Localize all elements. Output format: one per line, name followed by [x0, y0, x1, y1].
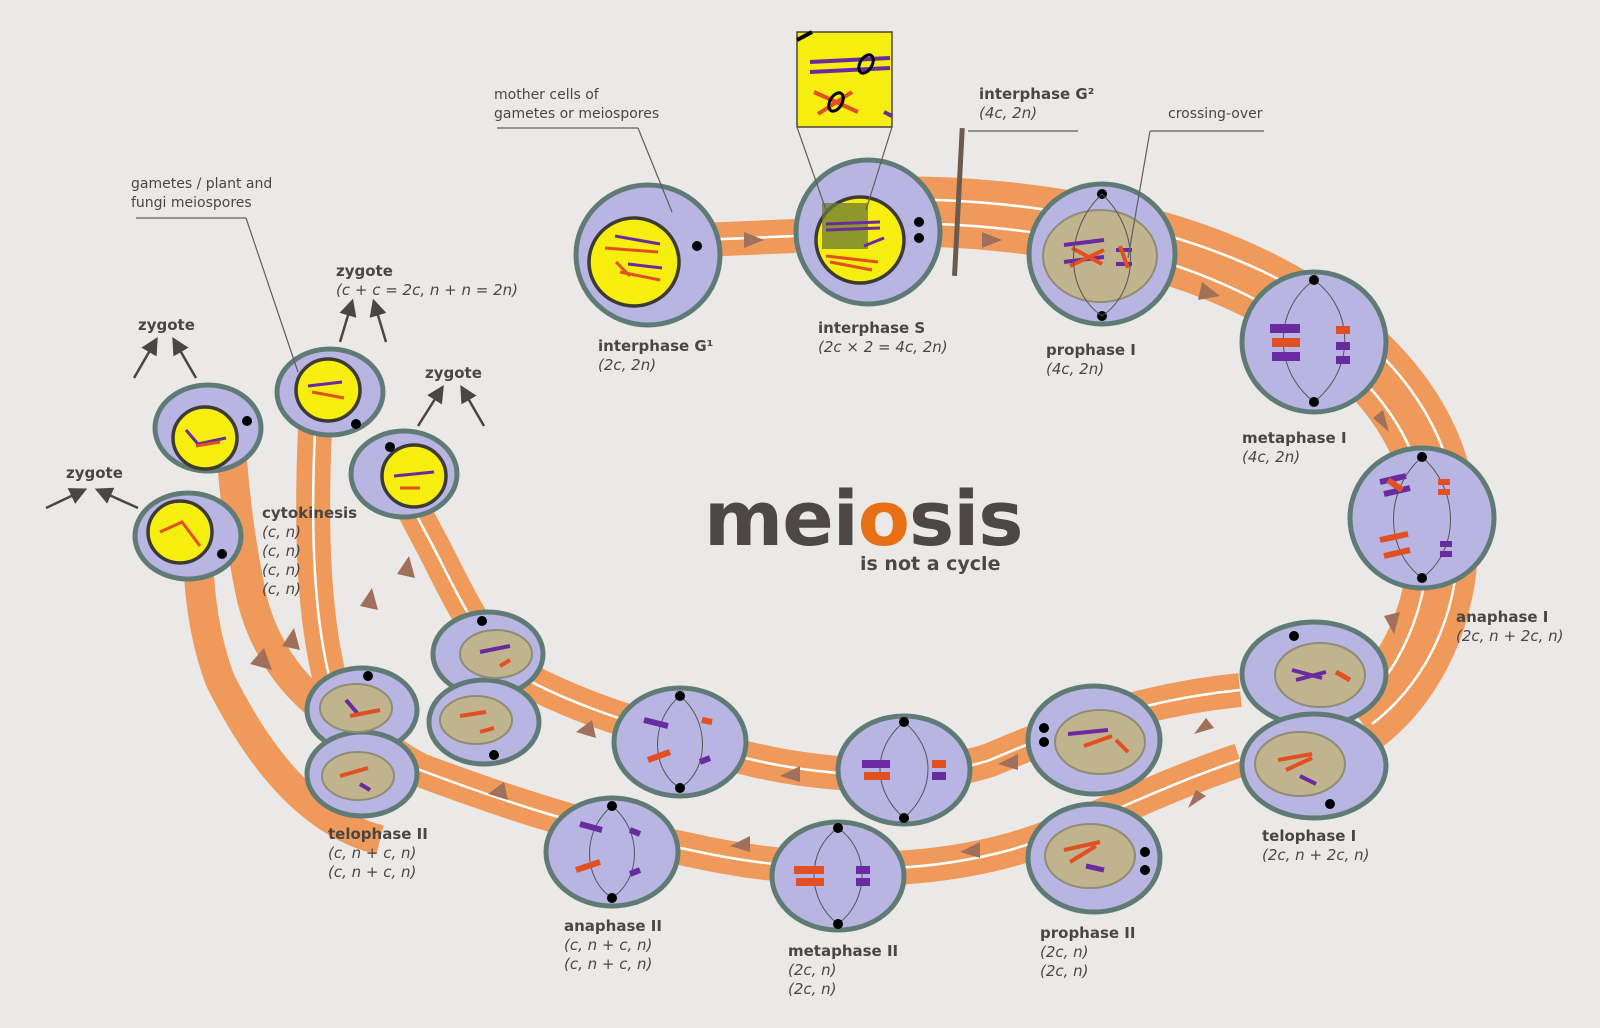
cell-metaphase-ii-upper	[835, 713, 973, 827]
svg-text:(c, n): (c, n)	[262, 523, 301, 541]
zygote-arrows	[45, 298, 486, 510]
svg-text:(4c, 2n): (4c, 2n)	[979, 104, 1037, 122]
svg-text:metaphase I: metaphase I	[1242, 429, 1347, 447]
svg-text:(c, n): (c, n)	[262, 580, 301, 598]
svg-text:zygote: zygote	[336, 262, 393, 280]
svg-text:(2c, n): (2c, n)	[788, 980, 837, 998]
svg-text:(c, n): (c, n)	[262, 561, 301, 579]
gamete-cell-3	[348, 428, 460, 520]
svg-text:(c, n + c, n): (c, n + c, n)	[328, 863, 416, 881]
crossing-over-inset	[796, 30, 893, 211]
cell-prophase-ii-upper	[1025, 683, 1163, 797]
svg-text:telophase II: telophase II	[328, 825, 428, 843]
svg-text:gametes / plant and: gametes / plant and	[131, 176, 272, 192]
label-anaphase-i: anaphase I (2c, n + 2c, n)	[1456, 608, 1563, 645]
cell-metaphase-i	[1239, 269, 1389, 415]
cell-telophase-ii-lower	[304, 665, 420, 819]
label-zygote-main: zygote (c + c = 2c, n + n = 2n)	[336, 262, 518, 299]
diagram-title: meiosis	[704, 474, 1023, 563]
label-metaphase-i: metaphase I (4c, 2n)	[1242, 429, 1347, 466]
label-zygote-2: zygote	[425, 364, 482, 382]
svg-text:(4c, 2n): (4c, 2n)	[1046, 360, 1104, 378]
svg-text:(c, n + c, n): (c, n + c, n)	[564, 955, 652, 973]
label-prophase-i: prophase I (4c, 2n)	[1046, 341, 1136, 378]
gamete-cell-2	[274, 346, 386, 438]
label-cytokinesis: cytokinesis (c, n) (c, n) (c, n) (c, n)	[262, 504, 357, 598]
diagram-tagline: is not a cycle	[860, 553, 1000, 575]
svg-text:(2c × 2 = 4c, 2n): (2c × 2 = 4c, 2n)	[818, 338, 948, 356]
svg-text:prophase II: prophase II	[1040, 924, 1135, 942]
cell-interphase-s	[793, 157, 943, 307]
label-anaphase-ii: anaphase II (c, n + c, n) (c, n + c, n)	[564, 917, 662, 973]
cell-telophase-i	[1239, 619, 1389, 821]
svg-text:(c, n): (c, n)	[262, 542, 301, 560]
cell-metaphase-ii-lower	[769, 819, 907, 933]
svg-text:(2c, n): (2c, n)	[1040, 943, 1089, 961]
cell-anaphase-i	[1347, 445, 1497, 591]
svg-text:metaphase II: metaphase II	[788, 942, 898, 960]
svg-text:(2c, 2n): (2c, 2n)	[598, 356, 656, 374]
svg-text:prophase I: prophase I	[1046, 341, 1136, 359]
label-interphase-g1: interphase G¹ (2c, 2n)	[598, 337, 713, 374]
svg-text:gametes or meiospores: gametes or meiospores	[494, 106, 659, 122]
svg-text:interphase G¹: interphase G¹	[598, 337, 713, 355]
svg-text:interphase G²: interphase G²	[979, 85, 1094, 103]
annotation-crossing-over: crossing-over	[1168, 106, 1263, 122]
svg-text:fungi meiospores: fungi meiospores	[131, 195, 252, 211]
svg-text:(4c, 2n): (4c, 2n)	[1242, 448, 1300, 466]
svg-text:cytokinesis: cytokinesis	[262, 504, 357, 522]
cell-interphase-g1	[573, 182, 723, 328]
svg-text:(c + c = 2c, n + n = 2n): (c + c = 2c, n + n = 2n)	[336, 281, 518, 299]
svg-text:(2c, n): (2c, n)	[1040, 962, 1089, 980]
svg-text:(c, n + c, n): (c, n + c, n)	[564, 936, 652, 954]
track-arrows	[250, 232, 1400, 858]
label-telophase-ii: telophase II (c, n + c, n) (c, n + c, n)	[328, 825, 428, 881]
svg-text:anaphase I: anaphase I	[1456, 608, 1548, 626]
cell-anaphase-ii-upper	[611, 685, 749, 799]
svg-text:telophase I: telophase I	[1262, 827, 1356, 845]
label-prophase-ii: prophase II (2c, n) (2c, n)	[1040, 924, 1135, 980]
svg-text:(c, n + c, n): (c, n + c, n)	[328, 844, 416, 862]
label-interphase-s: interphase S (2c × 2 = 4c, 2n)	[818, 319, 948, 356]
label-interphase-g2: interphase G² (4c, 2n)	[979, 85, 1094, 122]
svg-text:(2c, n + 2c, n): (2c, n + 2c, n)	[1262, 846, 1369, 864]
label-zygote-1: zygote	[138, 316, 195, 334]
label-metaphase-ii: metaphase II (2c, n) (2c, n)	[788, 942, 898, 998]
cell-telophase-ii-upper	[426, 609, 546, 767]
cell-prophase-i	[1026, 181, 1178, 327]
svg-text:interphase S: interphase S	[818, 319, 925, 337]
svg-text:(2c, n): (2c, n)	[788, 961, 837, 979]
gamete-cell-4	[132, 490, 244, 582]
annotation-mother-cells: mother cells of gametes or meiospores	[494, 87, 659, 122]
label-zygote-3: zygote	[66, 464, 123, 482]
cell-anaphase-ii-lower	[543, 795, 681, 909]
annotation-gametes: gametes / plant and fungi meiospores	[131, 176, 272, 211]
svg-text:(2c, n + 2c, n): (2c, n + 2c, n)	[1456, 627, 1563, 645]
cell-prophase-ii-lower	[1025, 801, 1163, 915]
gamete-cell-1	[152, 382, 264, 474]
annotation-leaders	[136, 127, 1264, 373]
svg-text:mother cells of: mother cells of	[494, 87, 600, 103]
svg-text:anaphase II: anaphase II	[564, 917, 662, 935]
label-telophase-i: telophase I (2c, n + 2c, n)	[1262, 827, 1369, 864]
